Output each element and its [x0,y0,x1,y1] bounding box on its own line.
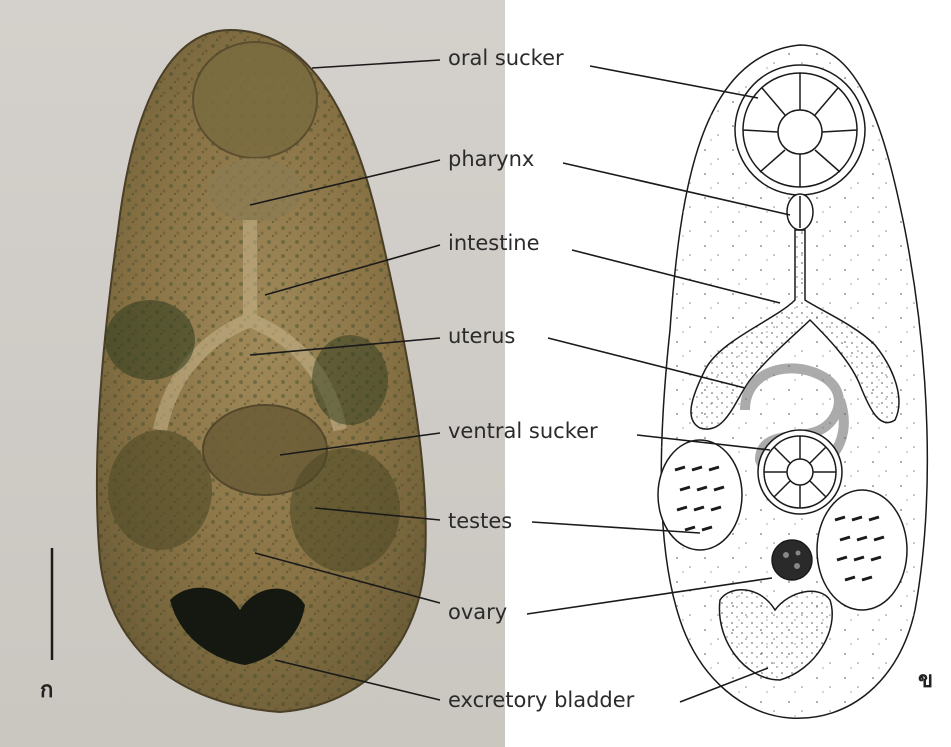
leader-oral-sucker-left [312,60,440,68]
dark-mass-left [105,300,195,380]
micrograph-specimen [97,30,426,712]
label-oral-sucker: oral sucker [448,46,564,70]
label-intestine: intestine [448,231,540,255]
testis-right-drawing [817,490,907,610]
oral-sucker-drawing [735,65,865,195]
panel-letter-drawing: ข [918,662,933,697]
label-testes: testes [448,509,512,533]
ventral-sucker-drawing [758,430,842,514]
panel-letter-photo: ก [40,672,53,707]
testis-left-photo [108,430,212,550]
label-uterus: uterus [448,324,515,348]
oral-sucker-photo [193,42,317,158]
label-ovary: ovary [448,600,507,624]
label-pharynx: pharynx [448,147,534,171]
label-ventral-sucker: ventral sucker [448,419,598,443]
ovary-drawing [772,540,812,580]
testis-right-photo [290,448,400,572]
drawing-specimen [658,45,927,718]
testis-left-drawing [658,440,742,550]
label-excretory-bladder: excretory bladder [448,688,634,712]
pharynx-photo [207,158,303,222]
